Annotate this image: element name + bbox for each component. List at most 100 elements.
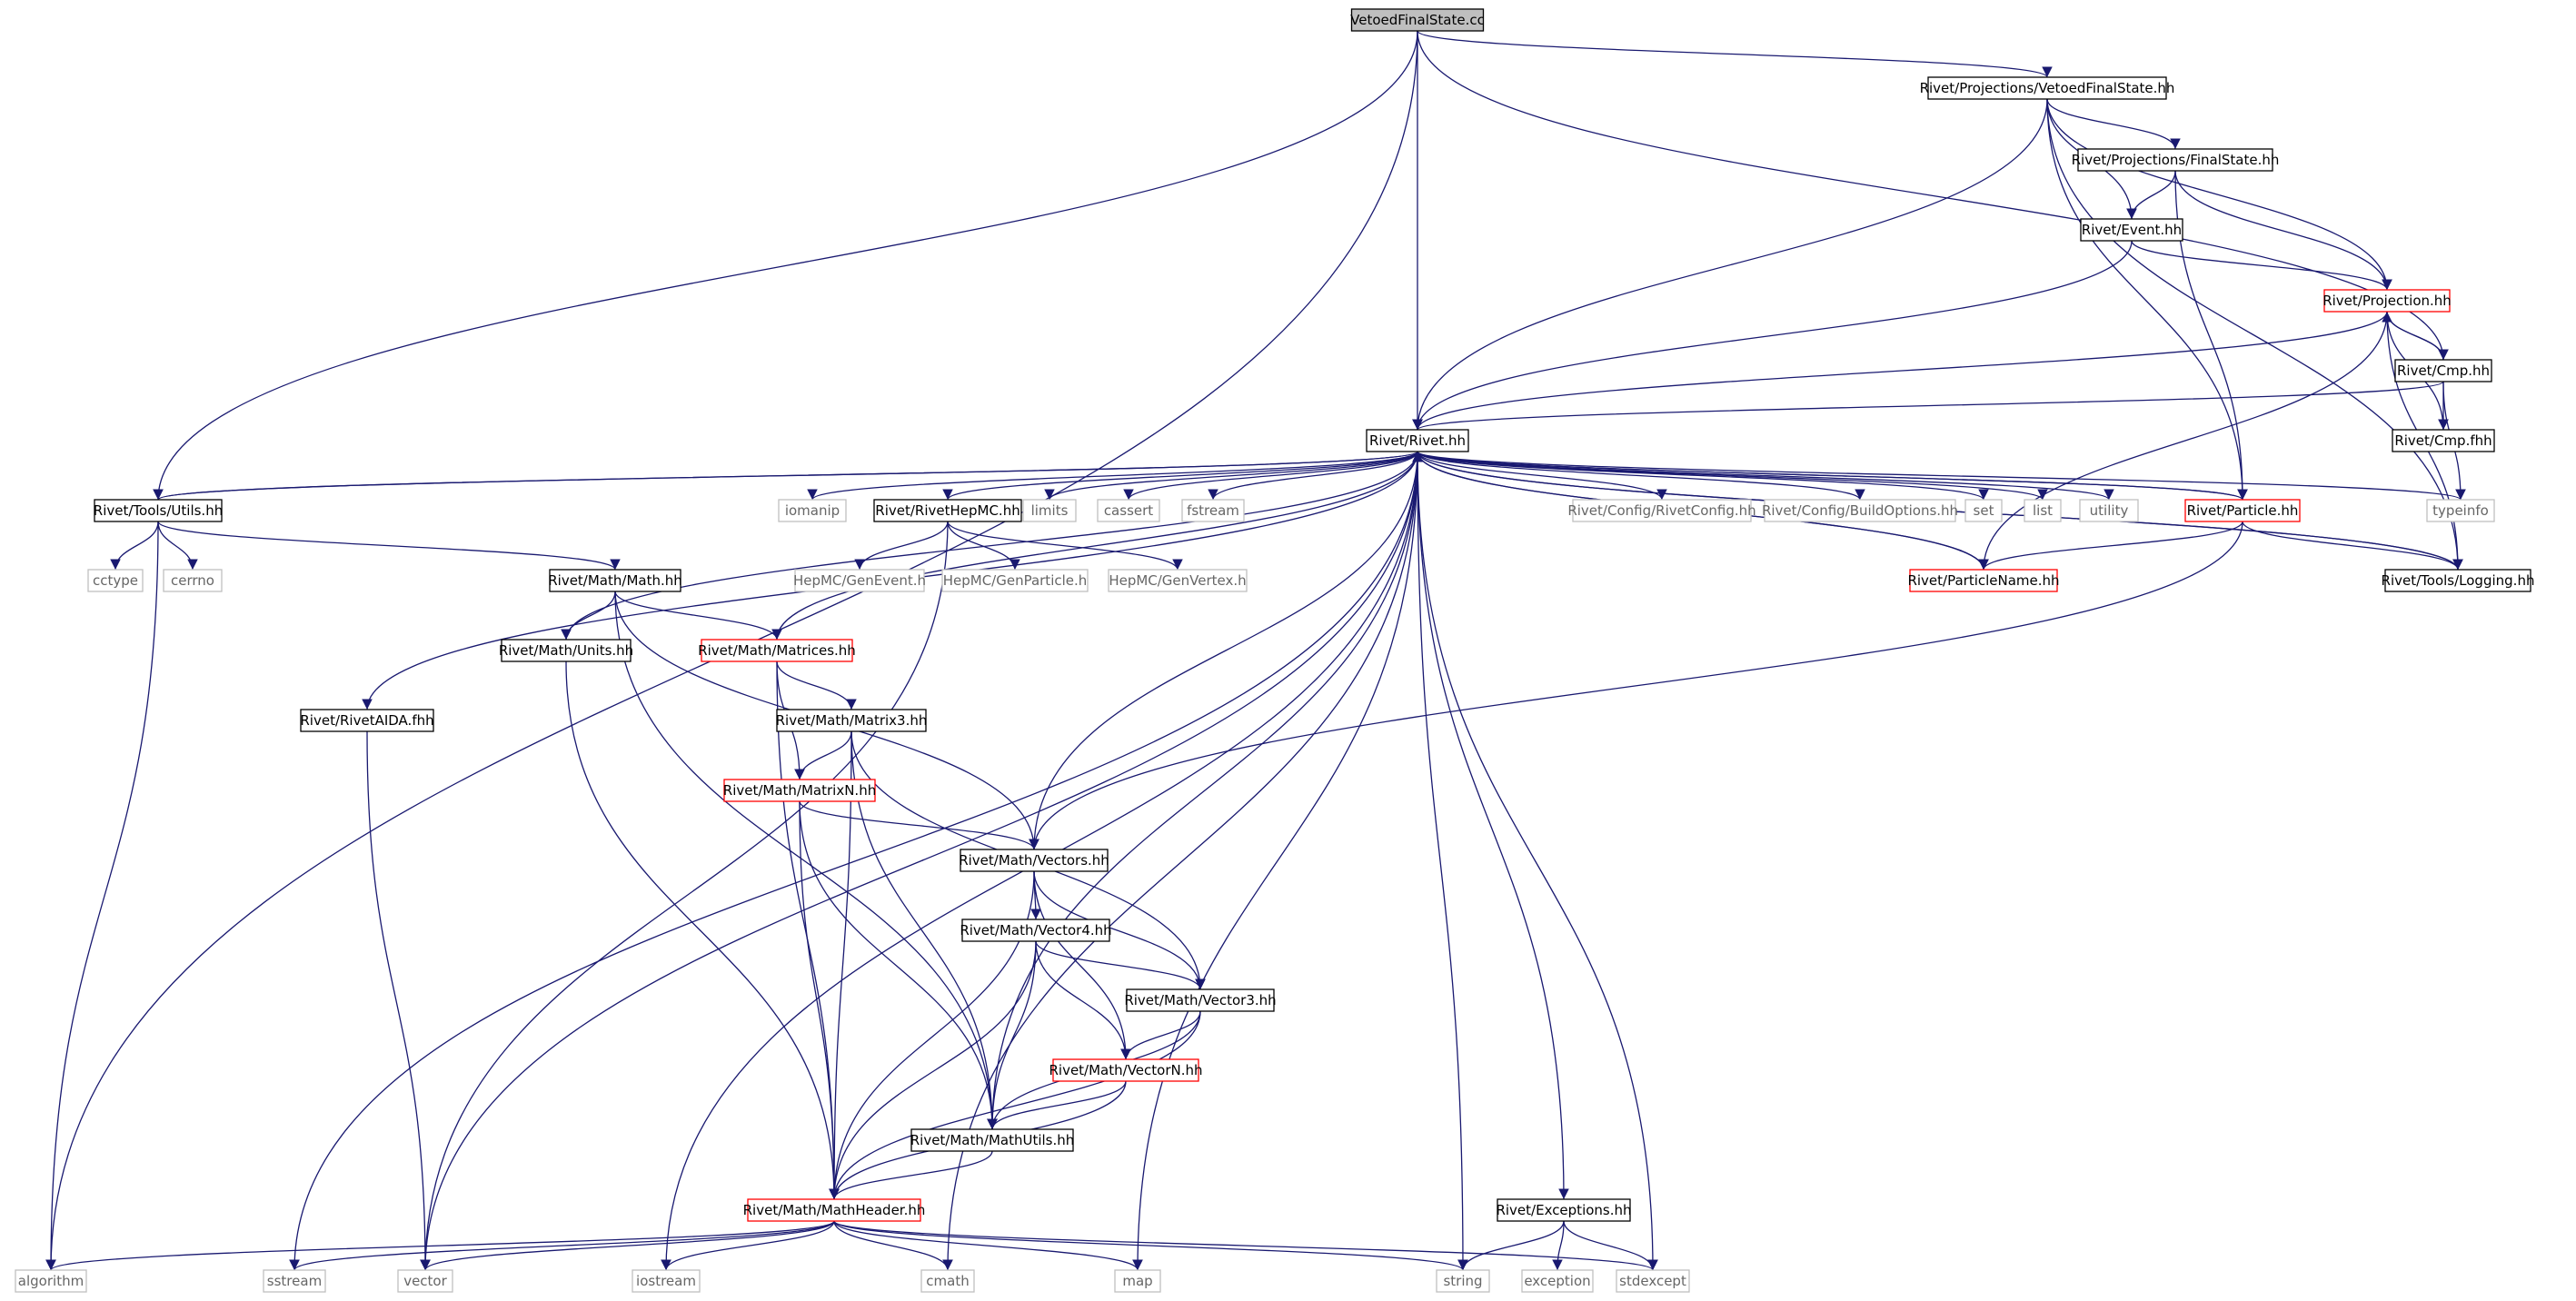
edge-rivet-projection-hh-to-rivet-rivet-hh bbox=[1412, 311, 2388, 431]
edge-rivet-rivet-hh-to-set bbox=[1417, 451, 1989, 501]
node-label: Rivet/RivetAIDA.fhh bbox=[300, 712, 433, 729]
edge-rivet-rivet-hh-to-utility bbox=[1417, 451, 2114, 501]
node-box bbox=[941, 569, 1089, 592]
node-box bbox=[1097, 499, 1160, 522]
node-string: string bbox=[1436, 1269, 1490, 1293]
node-box bbox=[1052, 1058, 1199, 1082]
node-box bbox=[397, 1269, 453, 1293]
edge-rivet-rivet-hh-to-typeinfo bbox=[1417, 451, 2466, 501]
edge-rivet-rivet-hh-to-cassert bbox=[1123, 451, 1418, 501]
node-rivet-event-hh[interactable]: Rivet/Event.hh bbox=[2080, 218, 2183, 242]
node-rivet-math-vectorn-hh[interactable]: Rivet/Math/VectorN.hh bbox=[1049, 1058, 1203, 1082]
edge-rivet-rivethepmc-hh-to-hepmc-genparticle-h bbox=[947, 521, 1020, 571]
edge-rivet-rivet-hh-to-rivet-math-units-hh bbox=[561, 451, 1418, 641]
edge-rivet-math-mathheader-hh-to-sstream bbox=[289, 1220, 835, 1271]
node-box bbox=[87, 569, 144, 592]
edge-rivet-math-matrixn-hh-to-rivet-math-mathheader-hh bbox=[799, 800, 840, 1200]
node-label: Rivet/Config/RivetConfig.hh bbox=[1567, 502, 1755, 519]
node-label: Rivet/Math/Vector4.hh bbox=[960, 922, 1111, 939]
node-box bbox=[1181, 499, 1245, 522]
edge-vetoedfinalstate-cc-to-rivet-projections-vetoedfinalstate-hh bbox=[1417, 30, 2053, 78]
edge-rivet-math-vector3-hh-to-rivet-math-vectorn-hh bbox=[1120, 1010, 1201, 1060]
node-exception: exception bbox=[1521, 1269, 1594, 1293]
edge-rivet-math-vector4-hh-to-rivet-math-vectorn-hh bbox=[1035, 940, 1131, 1060]
edge-rivet-math-matrixn-hh-to-rivet-math-mathutils-hh bbox=[799, 800, 998, 1130]
node-algorithm: algorithm bbox=[15, 1269, 87, 1293]
edge-rivet-projections-vetoedfinalstate-hh-to-rivet-tools-logging-hh bbox=[2046, 98, 2463, 571]
node-rivet-math-vectors-hh[interactable]: Rivet/Math/Vectors.hh bbox=[959, 849, 1109, 872]
node-rivet-math-units-hh[interactable]: Rivet/Math/Units.hh bbox=[499, 639, 633, 662]
node-label: map bbox=[1122, 1273, 1152, 1289]
node-rivet-particlename-hh[interactable]: Rivet/ParticleName.hh bbox=[1907, 569, 2060, 592]
node-rivet-rivethepmc-hh[interactable]: Rivet/RivetHepMC.hh bbox=[873, 499, 1022, 522]
node-label: VetoedFinalState.cc bbox=[1350, 12, 1485, 28]
edge-rivet-math-vectors-hh-to-rivet-math-vectorn-hh bbox=[1033, 870, 1131, 1060]
node-rivet-cmp-hh[interactable]: Rivet/Cmp.hh bbox=[2394, 359, 2492, 382]
edge-rivet-rivet-hh-to-limits bbox=[1044, 451, 1418, 501]
node-rivet-math-math-hh[interactable]: Rivet/Math/Math.hh bbox=[548, 569, 682, 592]
edge-rivet-rivet-hh-to-rivet-math-vectors-hh bbox=[1029, 451, 1418, 850]
edge-rivet-tools-utils-hh-to-algorithm bbox=[45, 521, 159, 1271]
node-label: Rivet/Rivet.hh bbox=[1369, 432, 1466, 449]
node-hepmc-genevent-h: HepMC/GenEvent.h bbox=[793, 569, 926, 592]
node-rivet-projections-vetoedfinalstate-hh[interactable]: Rivet/Projections/VetoedFinalState.hh bbox=[1920, 76, 2175, 100]
node-box bbox=[2384, 569, 2531, 592]
node-box bbox=[2394, 359, 2492, 382]
node-label: Rivet/RivetHepMC.hh bbox=[875, 502, 1019, 519]
edge-rivet-math-vector4-hh-to-rivet-math-mathutils-hh bbox=[987, 940, 1037, 1130]
node-rivet-projections-finalstate-hh[interactable]: Rivet/Projections/FinalState.hh bbox=[2072, 148, 2280, 172]
node-label: Rivet/Event.hh bbox=[2082, 222, 2182, 238]
node-box bbox=[1366, 429, 1469, 452]
node-rivet-math-mathheader-hh[interactable]: Rivet/Math/MathHeader.hh bbox=[743, 1198, 926, 1222]
node-box bbox=[263, 1269, 326, 1293]
node-rivet-exceptions-hh[interactable]: Rivet/Exceptions.hh bbox=[1496, 1198, 1632, 1222]
node-set: set bbox=[1964, 499, 2003, 522]
node-rivet-math-matrices-hh[interactable]: Rivet/Math/Matrices.hh bbox=[698, 639, 856, 662]
node-label: Rivet/Cmp.fhh bbox=[2394, 432, 2491, 449]
edge-rivet-math-vector4-hh-to-rivet-math-mathheader-hh bbox=[829, 940, 1037, 1200]
node-box bbox=[2184, 499, 2301, 522]
node-box bbox=[920, 1269, 975, 1293]
node-rivet-tools-logging-hh[interactable]: Rivet/Tools/Logging.hh bbox=[2382, 569, 2535, 592]
node-rivet-tools-utils-hh[interactable]: Rivet/Tools/Utils.hh bbox=[94, 499, 223, 522]
edge-rivet-event-hh-to-rivet-projection-hh bbox=[2131, 240, 2392, 291]
node-rivet-math-mathutils-hh[interactable]: Rivet/Math/MathUtils.hh bbox=[910, 1128, 1075, 1152]
node-label: Rivet/Particle.hh bbox=[2187, 502, 2299, 519]
edge-rivet-event-hh-to-rivet-rivet-hh bbox=[1412, 240, 2133, 431]
edge-rivet-math-matrixn-hh-to-rivet-math-vectors-hh bbox=[799, 800, 1039, 850]
node-cctype: cctype bbox=[87, 569, 144, 592]
node-rivet-math-vector3-hh[interactable]: Rivet/Math/Vector3.hh bbox=[1124, 988, 1277, 1012]
edge-rivet-math-vector3-hh-to-rivet-math-mathheader-hh bbox=[829, 1010, 1201, 1200]
node-rivet-math-vector4-hh[interactable]: Rivet/Math/Vector4.hh bbox=[960, 919, 1112, 942]
edge-rivet-rivet-hh-to-rivet-math-matrices-hh bbox=[771, 451, 1418, 641]
edge-rivet-rivethepmc-hh-to-vector bbox=[420, 521, 949, 1271]
node-rivet-cmp-fhh[interactable]: Rivet/Cmp.fhh bbox=[2392, 429, 2495, 452]
edge-rivet-tools-utils-hh-to-cerrno bbox=[157, 521, 198, 571]
node-rivet-particle-hh[interactable]: Rivet/Particle.hh bbox=[2184, 499, 2301, 522]
node-label: fstream bbox=[1187, 502, 1239, 519]
node-vetoedfinalstate-cc[interactable]: VetoedFinalState.cc bbox=[1350, 8, 1485, 32]
edge-rivet-math-matrices-hh-to-rivet-math-mathheader-hh bbox=[776, 660, 840, 1200]
node-box bbox=[1616, 1269, 1690, 1293]
edge-rivet-math-matrix3-hh-to-rivet-math-matrixn-hh bbox=[794, 730, 852, 780]
node-label: Rivet/Math/Math.hh bbox=[548, 572, 682, 589]
node-rivet-config-buildoptions-hh: Rivet/Config/BuildOptions.hh bbox=[1762, 499, 1958, 522]
node-rivet-math-matrix3-hh[interactable]: Rivet/Math/Matrix3.hh bbox=[776, 709, 928, 732]
node-label: Rivet/Projections/VetoedFinalState.hh bbox=[1920, 80, 2175, 96]
node-box bbox=[1964, 499, 2003, 522]
edge-rivet-projections-vetoedfinalstate-hh-to-rivet-rivet-hh bbox=[1412, 98, 2048, 431]
edge-rivet-exceptions-hh-to-string bbox=[1457, 1220, 1565, 1271]
edge-rivet-projections-vetoedfinalstate-hh-to-rivet-projection-hh bbox=[2046, 98, 2392, 291]
node-rivet-projection-hh[interactable]: Rivet/Projection.hh bbox=[2322, 289, 2452, 313]
node-box bbox=[300, 709, 434, 732]
node-rivet-rivetaida-fhh[interactable]: Rivet/RivetAIDA.fhh bbox=[300, 709, 434, 732]
edge-rivet-math-mathheader-hh-to-vector bbox=[420, 1220, 835, 1271]
node-box bbox=[2080, 218, 2183, 242]
node-label: Rivet/Math/Units.hh bbox=[499, 642, 633, 659]
node-box bbox=[723, 779, 876, 802]
node-rivet-rivet-hh[interactable]: Rivet/Rivet.hh bbox=[1366, 429, 1469, 452]
edge-rivet-math-mathutils-hh-to-rivet-math-mathheader-hh bbox=[829, 1150, 993, 1200]
node-rivet-math-matrixn-hh[interactable]: Rivet/Math/MatrixN.hh bbox=[723, 779, 876, 802]
node-box bbox=[1114, 1269, 1161, 1293]
node-box bbox=[1909, 569, 2058, 592]
